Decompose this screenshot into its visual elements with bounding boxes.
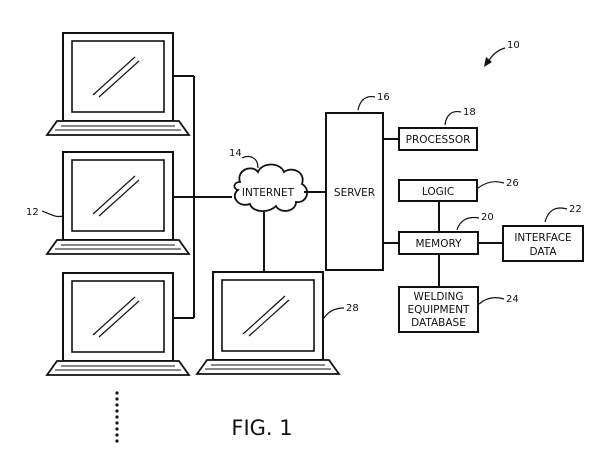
ref-14-text: 14 [229, 148, 242, 159]
ref-28: 28 [323, 303, 359, 319]
figure-caption: FIG. 1 [231, 416, 292, 440]
internet-connections [263, 191, 326, 272]
ref-22-text: 22 [569, 204, 582, 215]
interface-data-box: INTERFACE DATA [502, 225, 584, 262]
client-computer-2 [46, 151, 190, 255]
server-connections [383, 138, 503, 287]
client-computer-3 [46, 272, 190, 376]
ref-16: 16 [357, 92, 390, 111]
memory-label: MEMORY [415, 238, 462, 250]
ref-20: 20 [456, 212, 494, 231]
ref-18-text: 18 [463, 107, 476, 118]
client-connections [173, 75, 232, 319]
arrowhead-icon [484, 57, 492, 67]
ref-26: 26 [477, 178, 519, 189]
ref-26-text: 26 [506, 178, 519, 189]
client-computer-1 [46, 32, 190, 136]
memory-box: MEMORY [398, 231, 479, 255]
processor-box: PROCESSOR [398, 127, 478, 151]
database-line2: EQUIPMENT [408, 304, 471, 316]
ref-14: 14 [229, 148, 259, 169]
remote-computer [196, 271, 340, 375]
ref-28-text: 28 [346, 303, 359, 314]
processor-label: PROCESSOR [406, 134, 471, 146]
internet-label: INTERNET [242, 187, 295, 199]
database-line1: WELDING [413, 291, 463, 303]
logic-box: LOGIC [398, 179, 478, 202]
ref-10-text: 10 [507, 40, 520, 51]
ref-20-text: 20 [481, 212, 494, 223]
interface-data-line1: INTERFACE [514, 232, 571, 244]
continuation-dots [115, 391, 119, 443]
server-box: SERVER [325, 112, 384, 271]
ref-10: 10 [484, 40, 520, 67]
server-label: SERVER [334, 187, 375, 199]
ref-24: 24 [478, 294, 519, 305]
ref-12-text: 12 [26, 207, 39, 218]
database-line3: DATABASE [411, 317, 466, 329]
internet-cloud: INTERNET [233, 163, 309, 212]
ref-12: 12 [26, 207, 64, 218]
ref-16-text: 16 [377, 92, 390, 103]
ref-22: 22 [544, 204, 582, 223]
logic-label: LOGIC [422, 186, 454, 198]
interface-data-line2: DATA [529, 246, 557, 258]
database-box: WELDING EQUIPMENT DATABASE [398, 286, 479, 333]
ref-18: 18 [444, 107, 476, 126]
ref-24-text: 24 [506, 294, 519, 305]
